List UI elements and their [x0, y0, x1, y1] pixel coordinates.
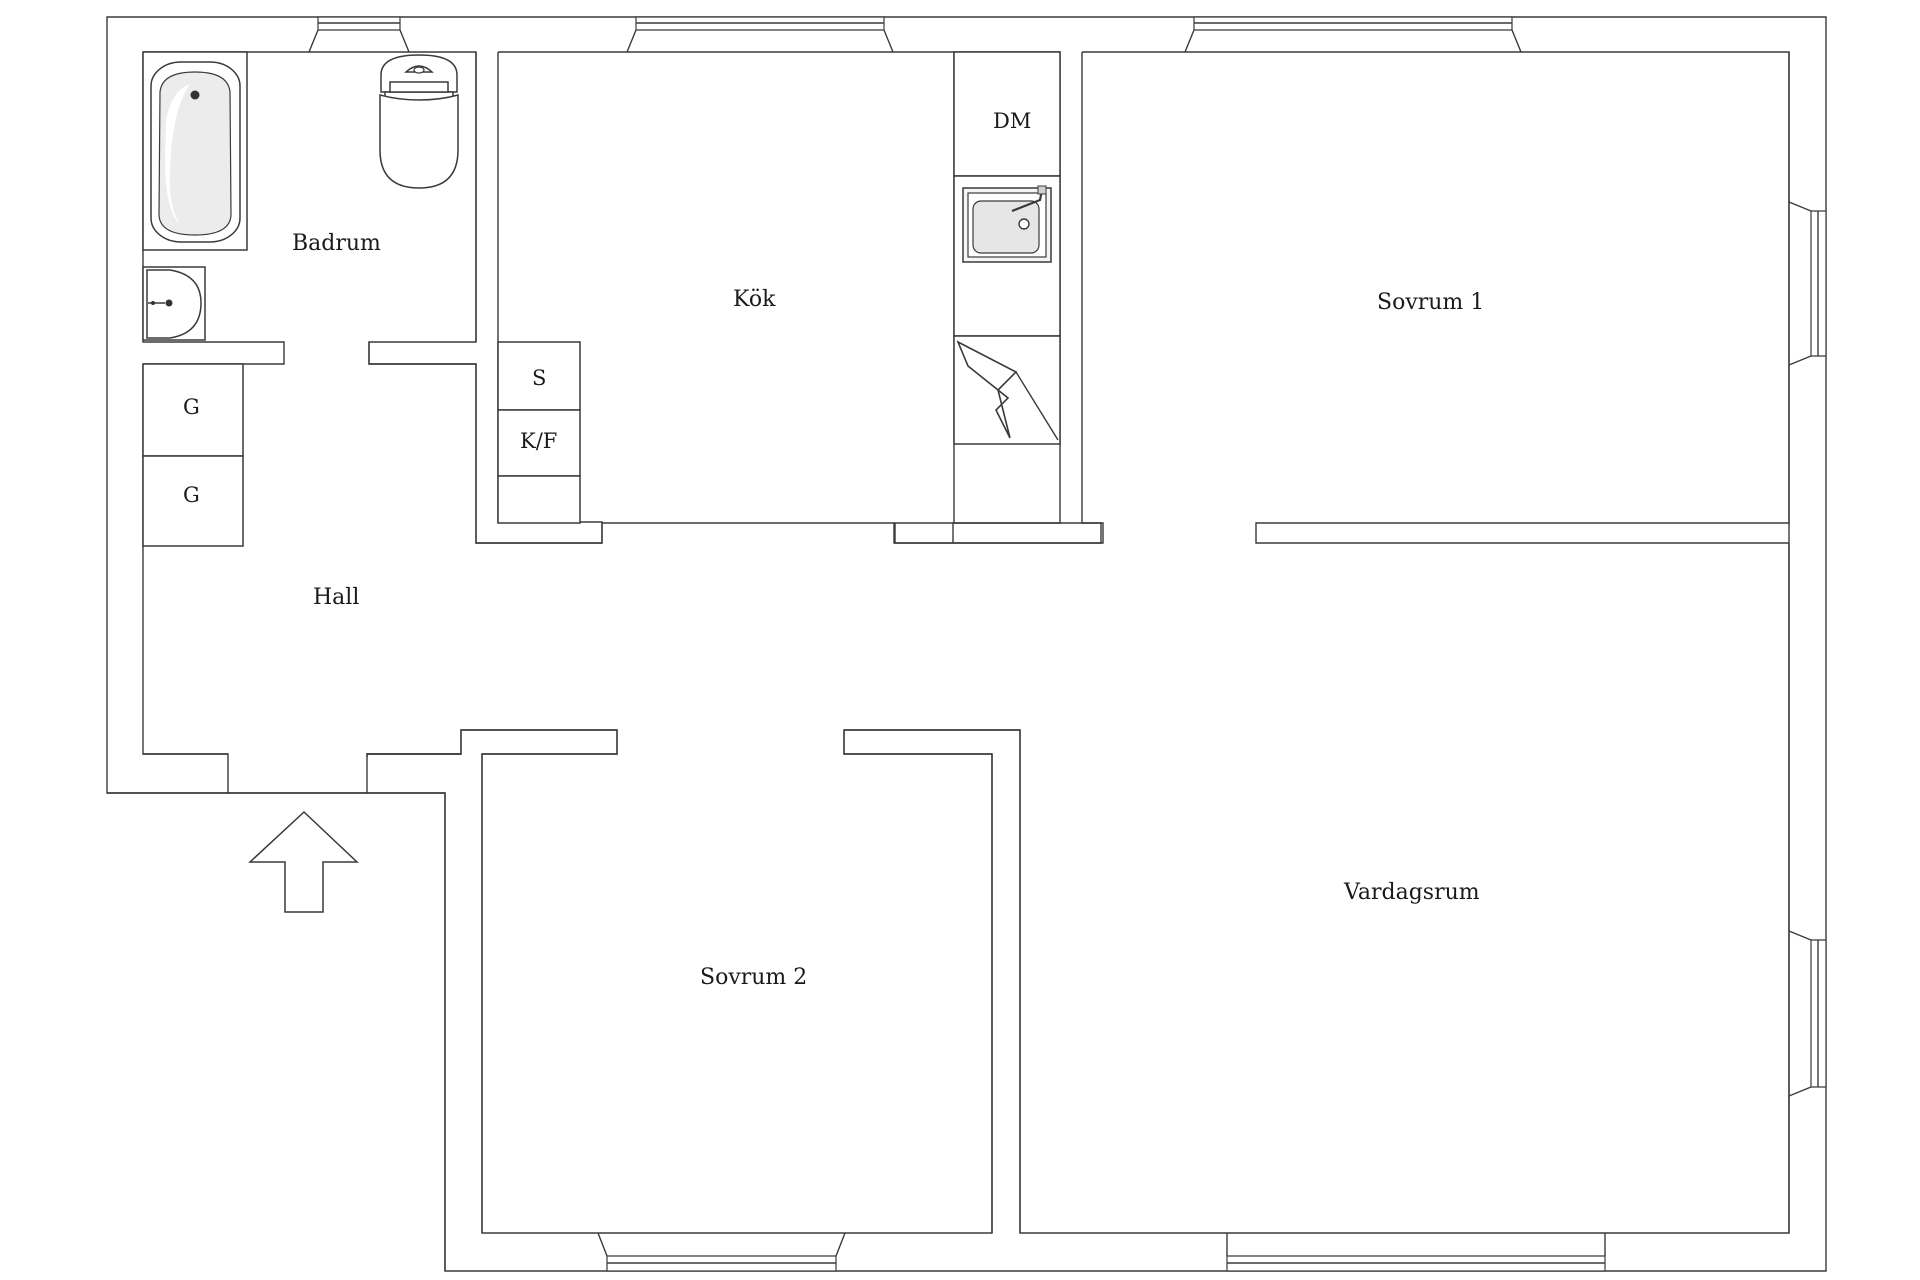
- label-sovrum2: Sovrum 2: [700, 965, 807, 990]
- label-g-upper: G: [183, 395, 200, 419]
- washbasin-icon: [142, 266, 206, 341]
- kitchen-left-cabinets: [497, 341, 581, 524]
- label-dm: DM: [993, 109, 1031, 133]
- electrical-panel-icon: [956, 340, 1059, 441]
- label-s: S: [532, 366, 546, 390]
- window-bathroom: [308, 16, 410, 53]
- label-hall: Hall: [313, 585, 359, 610]
- kitchen-sink-icon: [962, 185, 1052, 263]
- inner-outline: [107, 543, 1790, 1271]
- label-vardagsrum: Vardagsrum: [1343, 880, 1480, 905]
- window-living-side: [1788, 930, 1827, 1097]
- bathtub-icon: [142, 51, 248, 251]
- label-sovrum1: Sovrum 1: [1377, 290, 1484, 315]
- window-bedroom1-side: [1788, 201, 1827, 366]
- hall-walls: [142, 364, 1021, 1233]
- window-bedroom2-bottom: [597, 1232, 846, 1272]
- entrance-arrow-icon: [248, 810, 359, 913]
- wardrobe-lower: [142, 455, 244, 547]
- toilet-icon: [379, 54, 459, 189]
- window-bedroom1-top: [1184, 16, 1522, 53]
- label-badrum: Badrum: [292, 231, 381, 256]
- label-kok: Kök: [733, 287, 776, 312]
- window-living-bottom: [1226, 1233, 1606, 1272]
- bedroom1-walls: [366, 51, 1790, 1234]
- window-kitchen: [626, 16, 894, 53]
- label-g-lower: G: [183, 483, 200, 507]
- label-kf: K/F: [520, 429, 557, 453]
- wardrobe-upper: [142, 363, 244, 457]
